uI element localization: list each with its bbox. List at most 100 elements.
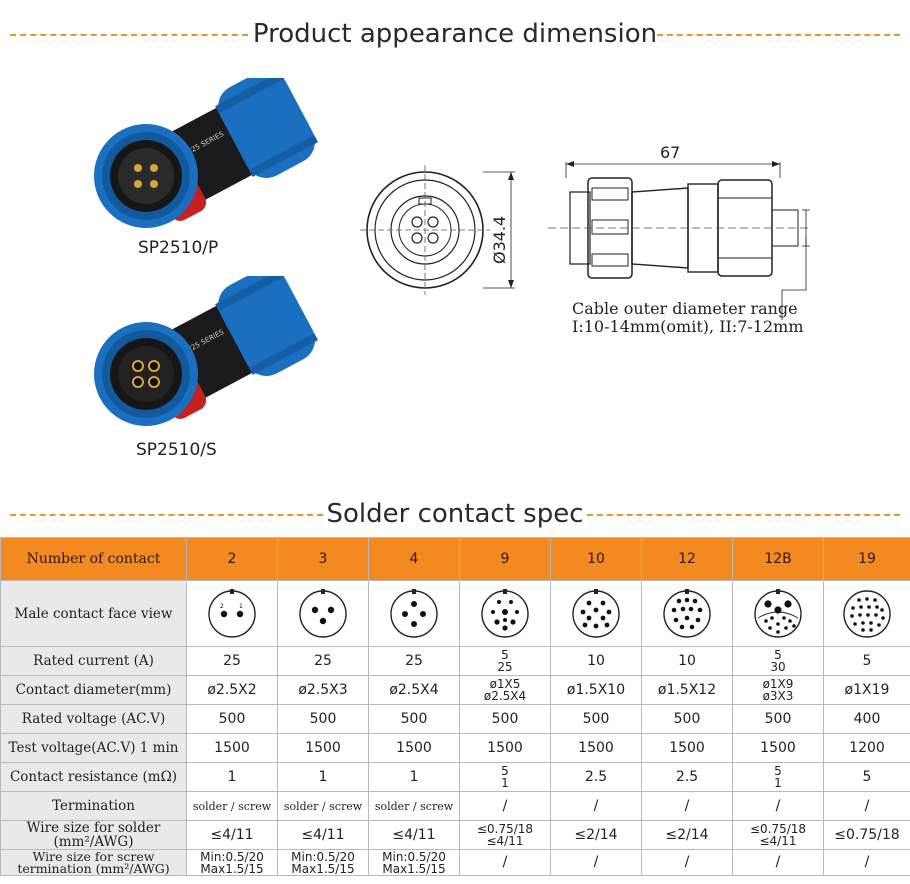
socket-label: SP2510/S (136, 440, 217, 460)
plug-label: SP2510/P (138, 238, 219, 258)
table-cell: 500 (732, 704, 824, 734)
table-cell: 500 (550, 704, 642, 734)
table-cell: 2.5 (550, 762, 642, 792)
table-cell: 2.5 (641, 762, 733, 792)
table-cell: / (550, 791, 642, 821)
table-cell: / (459, 849, 551, 876)
table-row: Test voltage(AC.V) 1 min 1500 1500 1500 … (0, 733, 910, 763)
table-cell: ≤4/11 (186, 820, 278, 850)
face-view-10 (550, 580, 642, 647)
row-label: Rated voltage (AC.V) (0, 704, 187, 734)
table-cell: ø1X19 (823, 675, 910, 705)
row-label: Test voltage(AC.V) 1 min (0, 733, 187, 763)
table-cell: 10 (641, 646, 733, 676)
front-view-drawing: Ø34.4 (360, 165, 515, 295)
table-cell: 10 (550, 646, 642, 676)
row-label: Termination (0, 791, 187, 821)
table-row: Wire size for screw termination (mm²/AWG… (0, 849, 910, 876)
face-view-4 (368, 580, 460, 647)
contact-face-19-icon (843, 589, 891, 638)
table-cell: 25 (277, 646, 369, 676)
column-header: 3 (277, 537, 369, 581)
column-header: 4 (368, 537, 460, 581)
note-line-2: I:10-14mm(omit), II:7-12mm (572, 317, 804, 336)
table-cell: solder / screw (368, 791, 460, 821)
table-row: Termination solder / screw solder / scre… (0, 791, 910, 821)
table-cell: / (641, 849, 733, 876)
table-cell: 500 (277, 704, 369, 734)
table-cell: / (823, 849, 910, 876)
table-row: Rated voltage (AC.V) 500 500 500 500 500… (0, 704, 910, 734)
column-header: 12B (732, 537, 824, 581)
row-label: Wire size for solder (mm²/AWG) (0, 820, 187, 850)
table-cell: 1200 (823, 733, 910, 763)
table-header-row: Number of contact 2 3 4 9 10 12 12B 19 (0, 537, 910, 581)
row-label: Contact resistance (mΩ) (0, 762, 187, 792)
solder-title: Solder contact spec (326, 499, 584, 529)
table-cell: 1500 (641, 733, 733, 763)
table-cell: 1 (277, 762, 369, 792)
appearance-title: Product appearance dimension (252, 19, 658, 49)
table-cell: 1500 (459, 733, 551, 763)
contact-face-12b-icon (754, 588, 802, 638)
length-label: 67 (660, 143, 680, 162)
row-label-face-view: Male contact face view (0, 580, 187, 647)
table-cell: / (732, 791, 824, 821)
solder-contact-spec-table: Number of contact 2 3 4 9 10 12 12B 19 M… (0, 537, 910, 876)
socket-connector-image: SP25 SERIES (94, 276, 318, 426)
table-cell: 1500 (277, 733, 369, 763)
table-cell: 1 (186, 762, 278, 792)
table-cell: ø2.5X2 (186, 675, 278, 705)
table-cell: ≤4/11 (277, 820, 369, 850)
header-number-of-contact: Number of contact (0, 537, 187, 581)
contact-face-12-icon (663, 588, 711, 638)
table-cell: 25 (186, 646, 278, 676)
table-cell: ø2.5X4 (368, 675, 460, 705)
table-row: Wire size for solder (mm²/AWG) ≤4/11 ≤4/… (0, 820, 910, 850)
face-view-9 (459, 580, 551, 647)
face-view-12b (732, 580, 824, 647)
table-cell: 25 (368, 646, 460, 676)
table-cell: 500 (186, 704, 278, 734)
column-header: 9 (459, 537, 551, 581)
table-cell: 5 (823, 646, 910, 676)
contact-face-4-icon (390, 588, 438, 638)
table-cell: ≤0.75/18≤4/11 (459, 820, 551, 850)
row-label: Rated current (A) (0, 646, 187, 676)
title-dash-left-2 (10, 514, 323, 516)
note-line-1: Cable outer diameter range (572, 299, 798, 318)
table-cell: ø2.5X3 (277, 675, 369, 705)
table-cell: 500 (641, 704, 733, 734)
contact-face-9-icon (481, 588, 529, 638)
table-cell: / (641, 791, 733, 821)
table-cell: / (732, 849, 824, 876)
table-cell: 1500 (550, 733, 642, 763)
row-label: Contact diameter(mm) (0, 675, 187, 705)
table-row: Contact diameter(mm) ø2.5X2 ø2.5X3 ø2.5X… (0, 675, 910, 705)
svg-text:1: 1 (239, 603, 243, 610)
table-cell: solder / screw (277, 791, 369, 821)
svg-text:2: 2 (220, 603, 224, 610)
table-cell: ≤4/11 (368, 820, 460, 850)
table-cell: ø1.5X10 (550, 675, 642, 705)
table-cell: / (550, 849, 642, 876)
contact-face-3-icon (299, 588, 347, 638)
column-header: 19 (823, 537, 910, 581)
row-label: Wire size for screw termination (mm²/AWG… (0, 849, 187, 876)
table-cell: 1 (368, 762, 460, 792)
title-dash-right (657, 34, 900, 36)
table-cell: 1500 (732, 733, 824, 763)
face-view-12 (641, 580, 733, 647)
column-header: 2 (186, 537, 278, 581)
appearance-section-title: Product appearance dimension (0, 19, 910, 49)
solder-section-title: Solder contact spec (0, 499, 910, 529)
